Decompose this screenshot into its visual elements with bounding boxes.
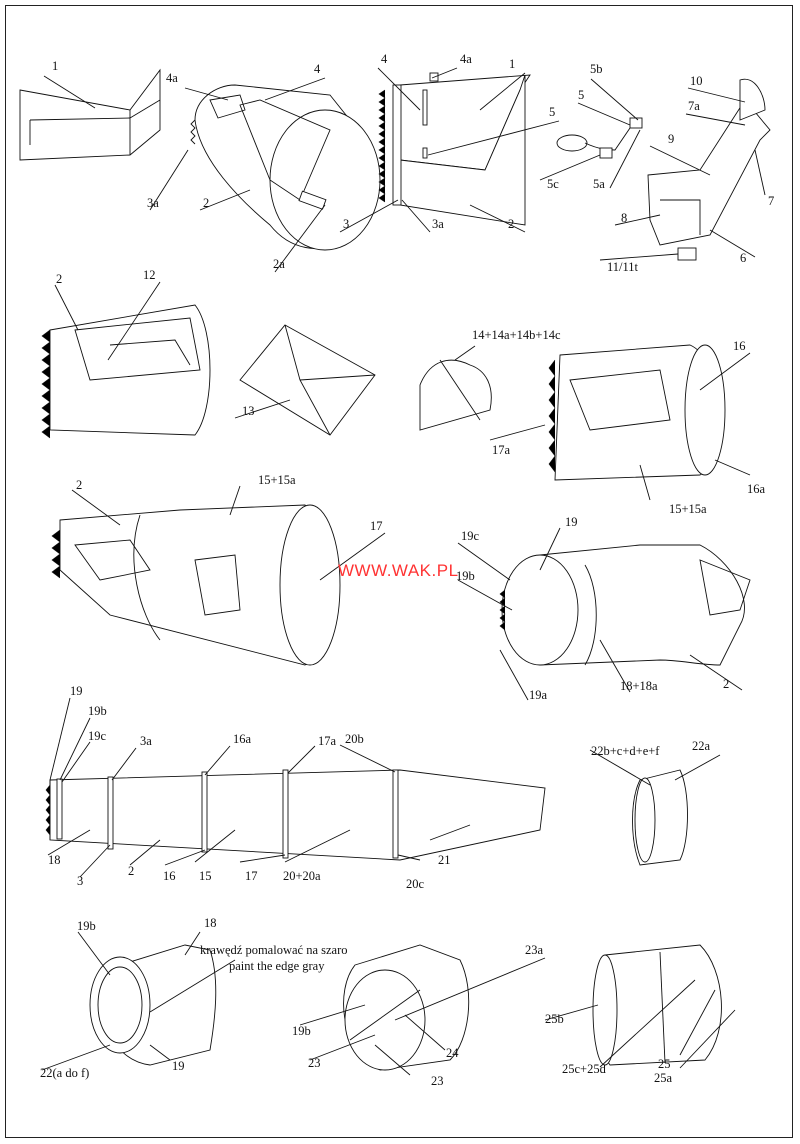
label-16a: 16a: [233, 732, 252, 746]
label-4a: 4a: [166, 71, 178, 85]
label-19a: 19a: [529, 688, 548, 702]
watermark-url: WWW.WAK.PL: [338, 561, 459, 580]
label-24: 24: [446, 1046, 459, 1060]
label-1: 1: [52, 59, 58, 73]
part-2-fuselage-section: [41, 304, 211, 439]
label-17a: 17a: [318, 734, 337, 748]
label-20-20a: 20+20a: [283, 869, 321, 883]
label-5c: 5c: [547, 177, 559, 191]
label-15-15a: 15+15a: [669, 502, 707, 516]
part-1-wedge: [19, 68, 161, 161]
label-6: 6: [740, 251, 746, 265]
label-15-15a: 15+15a: [258, 473, 296, 487]
label-23: 23: [308, 1056, 321, 1070]
label-19: 19: [70, 684, 83, 698]
label-8: 8: [621, 211, 627, 225]
label-14: 14+14a+14b+14c: [472, 328, 561, 342]
part-23-24-intake: [343, 944, 470, 1071]
label-19c: 19c: [88, 729, 107, 743]
label-19: 19: [172, 1059, 185, 1073]
label-1: 1: [509, 57, 515, 71]
part-2-15-17-assembly: [51, 504, 341, 666]
label-15: 15: [199, 869, 212, 883]
part-22-ring: [632, 769, 688, 866]
leader-lines: [41, 67, 766, 1076]
label-20b: 20b: [345, 732, 364, 746]
label-4: 4: [381, 52, 388, 66]
label-19b: 19b: [88, 704, 107, 718]
label-19b: 19b: [292, 1024, 311, 1038]
label-3a: 3a: [147, 196, 159, 210]
label-25b: 25b: [545, 1012, 564, 1026]
label-19: 19: [565, 515, 578, 529]
label-20c: 20c: [406, 877, 425, 891]
label-5: 5: [549, 105, 555, 119]
label-19c: 19c: [461, 529, 480, 543]
label-4: 4: [314, 62, 321, 76]
label-3a: 3a: [432, 217, 444, 231]
label-16: 16: [733, 339, 746, 353]
sheet-border: [5, 5, 793, 1138]
label-18: 18: [48, 853, 61, 867]
label-2: 2: [203, 196, 209, 210]
part-1-2-exploded-panel: [378, 72, 531, 226]
label-13: 13: [242, 404, 255, 418]
label-17a: 17a: [492, 443, 511, 457]
part-18-19-assembly: [499, 544, 751, 666]
label-22b-f: 22b+c+d+e+f: [591, 744, 660, 758]
part-25-cylinder: [592, 944, 722, 1066]
label-11-11t: 11/11t: [607, 260, 639, 274]
fuselage-side-view: [45, 769, 546, 861]
label-23a: 23a: [525, 943, 544, 957]
label-18-18a: 18+18a: [620, 679, 658, 693]
label-16a: 16a: [747, 482, 766, 496]
label-16: 16: [163, 869, 176, 883]
label-25a: 25a: [654, 1071, 673, 1085]
label-25: 25: [658, 1057, 671, 1071]
label-3a: 3a: [140, 734, 152, 748]
note-english: paint the edge gray: [229, 959, 325, 973]
label-12: 12: [143, 268, 156, 282]
part-14-headrest: [419, 359, 492, 431]
label-2: 2: [56, 272, 62, 286]
label-2: 2: [508, 217, 514, 231]
part-6-ejection-seat: [647, 78, 771, 261]
label-17: 17: [370, 519, 383, 533]
label-9: 9: [668, 132, 674, 146]
callout-labels: 1 4a 4 3a 2 2a 4 4a 1 5 3 3a 2 5b 5 5c 5…: [40, 52, 774, 1088]
part-13-box: [239, 324, 376, 436]
label-23: 23: [431, 1074, 444, 1088]
label-7: 7: [768, 194, 774, 208]
label-22-a-do-f: 22(a do f): [40, 1066, 89, 1080]
label-3: 3: [343, 217, 349, 231]
part-15-16-cockpit-section: [548, 344, 726, 481]
label-19b: 19b: [77, 919, 96, 933]
note-polish: krawędź pomalować na szaro: [200, 943, 348, 957]
label-2: 2: [128, 864, 134, 878]
label-2: 2: [76, 478, 82, 492]
part-5-control-stick: [556, 117, 643, 159]
label-25c-25d: 25c+25d: [562, 1062, 607, 1076]
label-2a: 2a: [273, 257, 285, 271]
label-21: 21: [438, 853, 451, 867]
label-2: 2: [723, 677, 729, 691]
label-10: 10: [690, 74, 703, 88]
part-2-3-cylinder: [190, 84, 381, 251]
label-3: 3: [77, 874, 83, 888]
label-5b: 5b: [590, 62, 603, 76]
label-19b: 19b: [456, 569, 475, 583]
label-5: 5: [578, 88, 584, 102]
label-5a: 5a: [593, 177, 605, 191]
label-7a: 7a: [688, 99, 700, 113]
label-18: 18: [204, 916, 217, 930]
label-4a: 4a: [460, 52, 472, 66]
label-17: 17: [245, 869, 258, 883]
label-22a: 22a: [692, 739, 711, 753]
